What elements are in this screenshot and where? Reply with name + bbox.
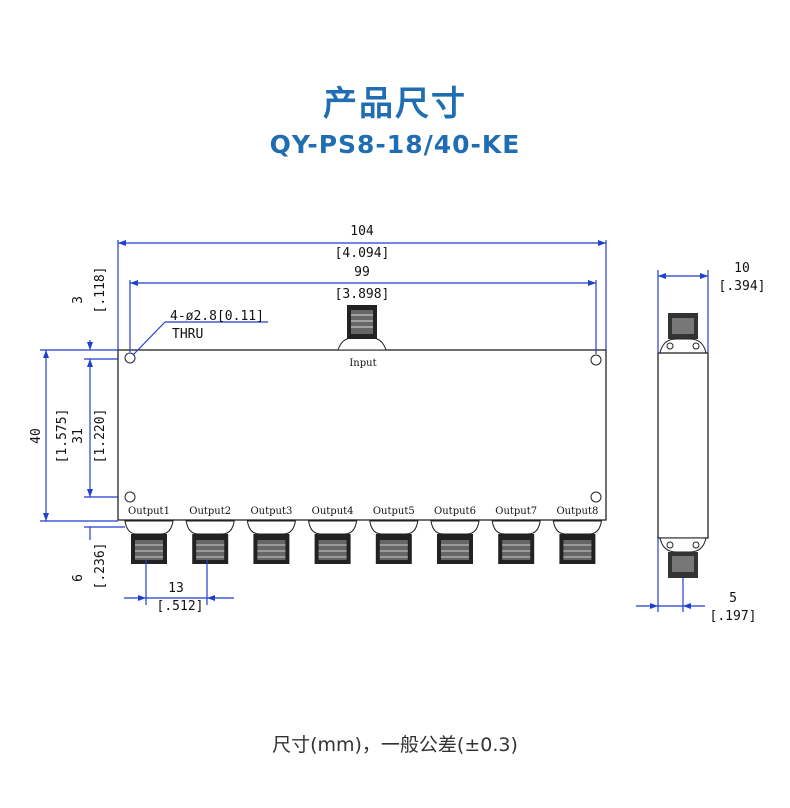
- dim-length-inch: [4.094]: [335, 246, 390, 261]
- output-connector: [552, 520, 602, 564]
- mounting-hole: [124, 491, 136, 503]
- mounting-hole: [590, 354, 602, 366]
- side-view: [657, 313, 709, 578]
- hole-note: 4-ø2.8[0.11]: [170, 309, 264, 324]
- dim-connector: 6: [71, 574, 86, 582]
- dim-thickness-inch: [.394]: [719, 279, 766, 294]
- dim-length: 104: [350, 224, 374, 239]
- dim-height: 40: [29, 428, 44, 444]
- output-connector: [246, 520, 296, 564]
- output-connector: [308, 520, 358, 564]
- dim-hole-height-inch: [1.220]: [93, 409, 108, 464]
- dim-pitch: 13: [168, 581, 184, 596]
- output-label: Output2: [189, 506, 231, 517]
- output-connector: [185, 520, 235, 564]
- dim-hole-span: 99: [354, 265, 370, 280]
- input-label: Input: [349, 358, 376, 369]
- input-connector: [337, 305, 387, 351]
- model-number: QY-PS8-18/40-KE: [269, 130, 521, 159]
- output-label: Output5: [373, 506, 415, 517]
- output-connector: [491, 520, 541, 564]
- output-label: Output8: [556, 506, 598, 517]
- output-label: Output7: [495, 506, 537, 517]
- output-connectors: Output1 Output2 Output3 Output4 Output5 Outpu…: [124, 506, 602, 564]
- dim-hole-span-inch: [3.898]: [335, 287, 390, 302]
- dim-edge-inch: [.118]: [93, 267, 108, 314]
- output-label: Output4: [312, 506, 354, 517]
- tolerance-note: 尺寸(mm)，一般公差(±0.3): [272, 734, 518, 756]
- hole-note-thru: THRU: [172, 327, 203, 342]
- mounting-hole: [590, 491, 602, 503]
- output-connector: [369, 520, 419, 564]
- dim-side-inch: [.197]: [710, 609, 757, 624]
- dim-hole-height: 31: [71, 428, 86, 444]
- output-connector: [124, 520, 174, 564]
- mounting-hole: [124, 352, 136, 364]
- dim-side: 5: [729, 591, 737, 606]
- output-label: Output6: [434, 506, 476, 517]
- output-label: Output1: [128, 506, 170, 517]
- dim-height-inch: [1.575]: [55, 409, 70, 464]
- output-connector: [430, 520, 480, 564]
- dim-thickness: 10: [734, 261, 750, 276]
- dim-edge: 3: [71, 296, 86, 304]
- dim-connector-inch: [.236]: [93, 543, 108, 590]
- dim-pitch-inch: [.512]: [157, 599, 204, 614]
- power-divider-body: [117, 349, 607, 521]
- page-title: 产品尺寸: [323, 84, 467, 124]
- output-label: Output3: [250, 506, 292, 517]
